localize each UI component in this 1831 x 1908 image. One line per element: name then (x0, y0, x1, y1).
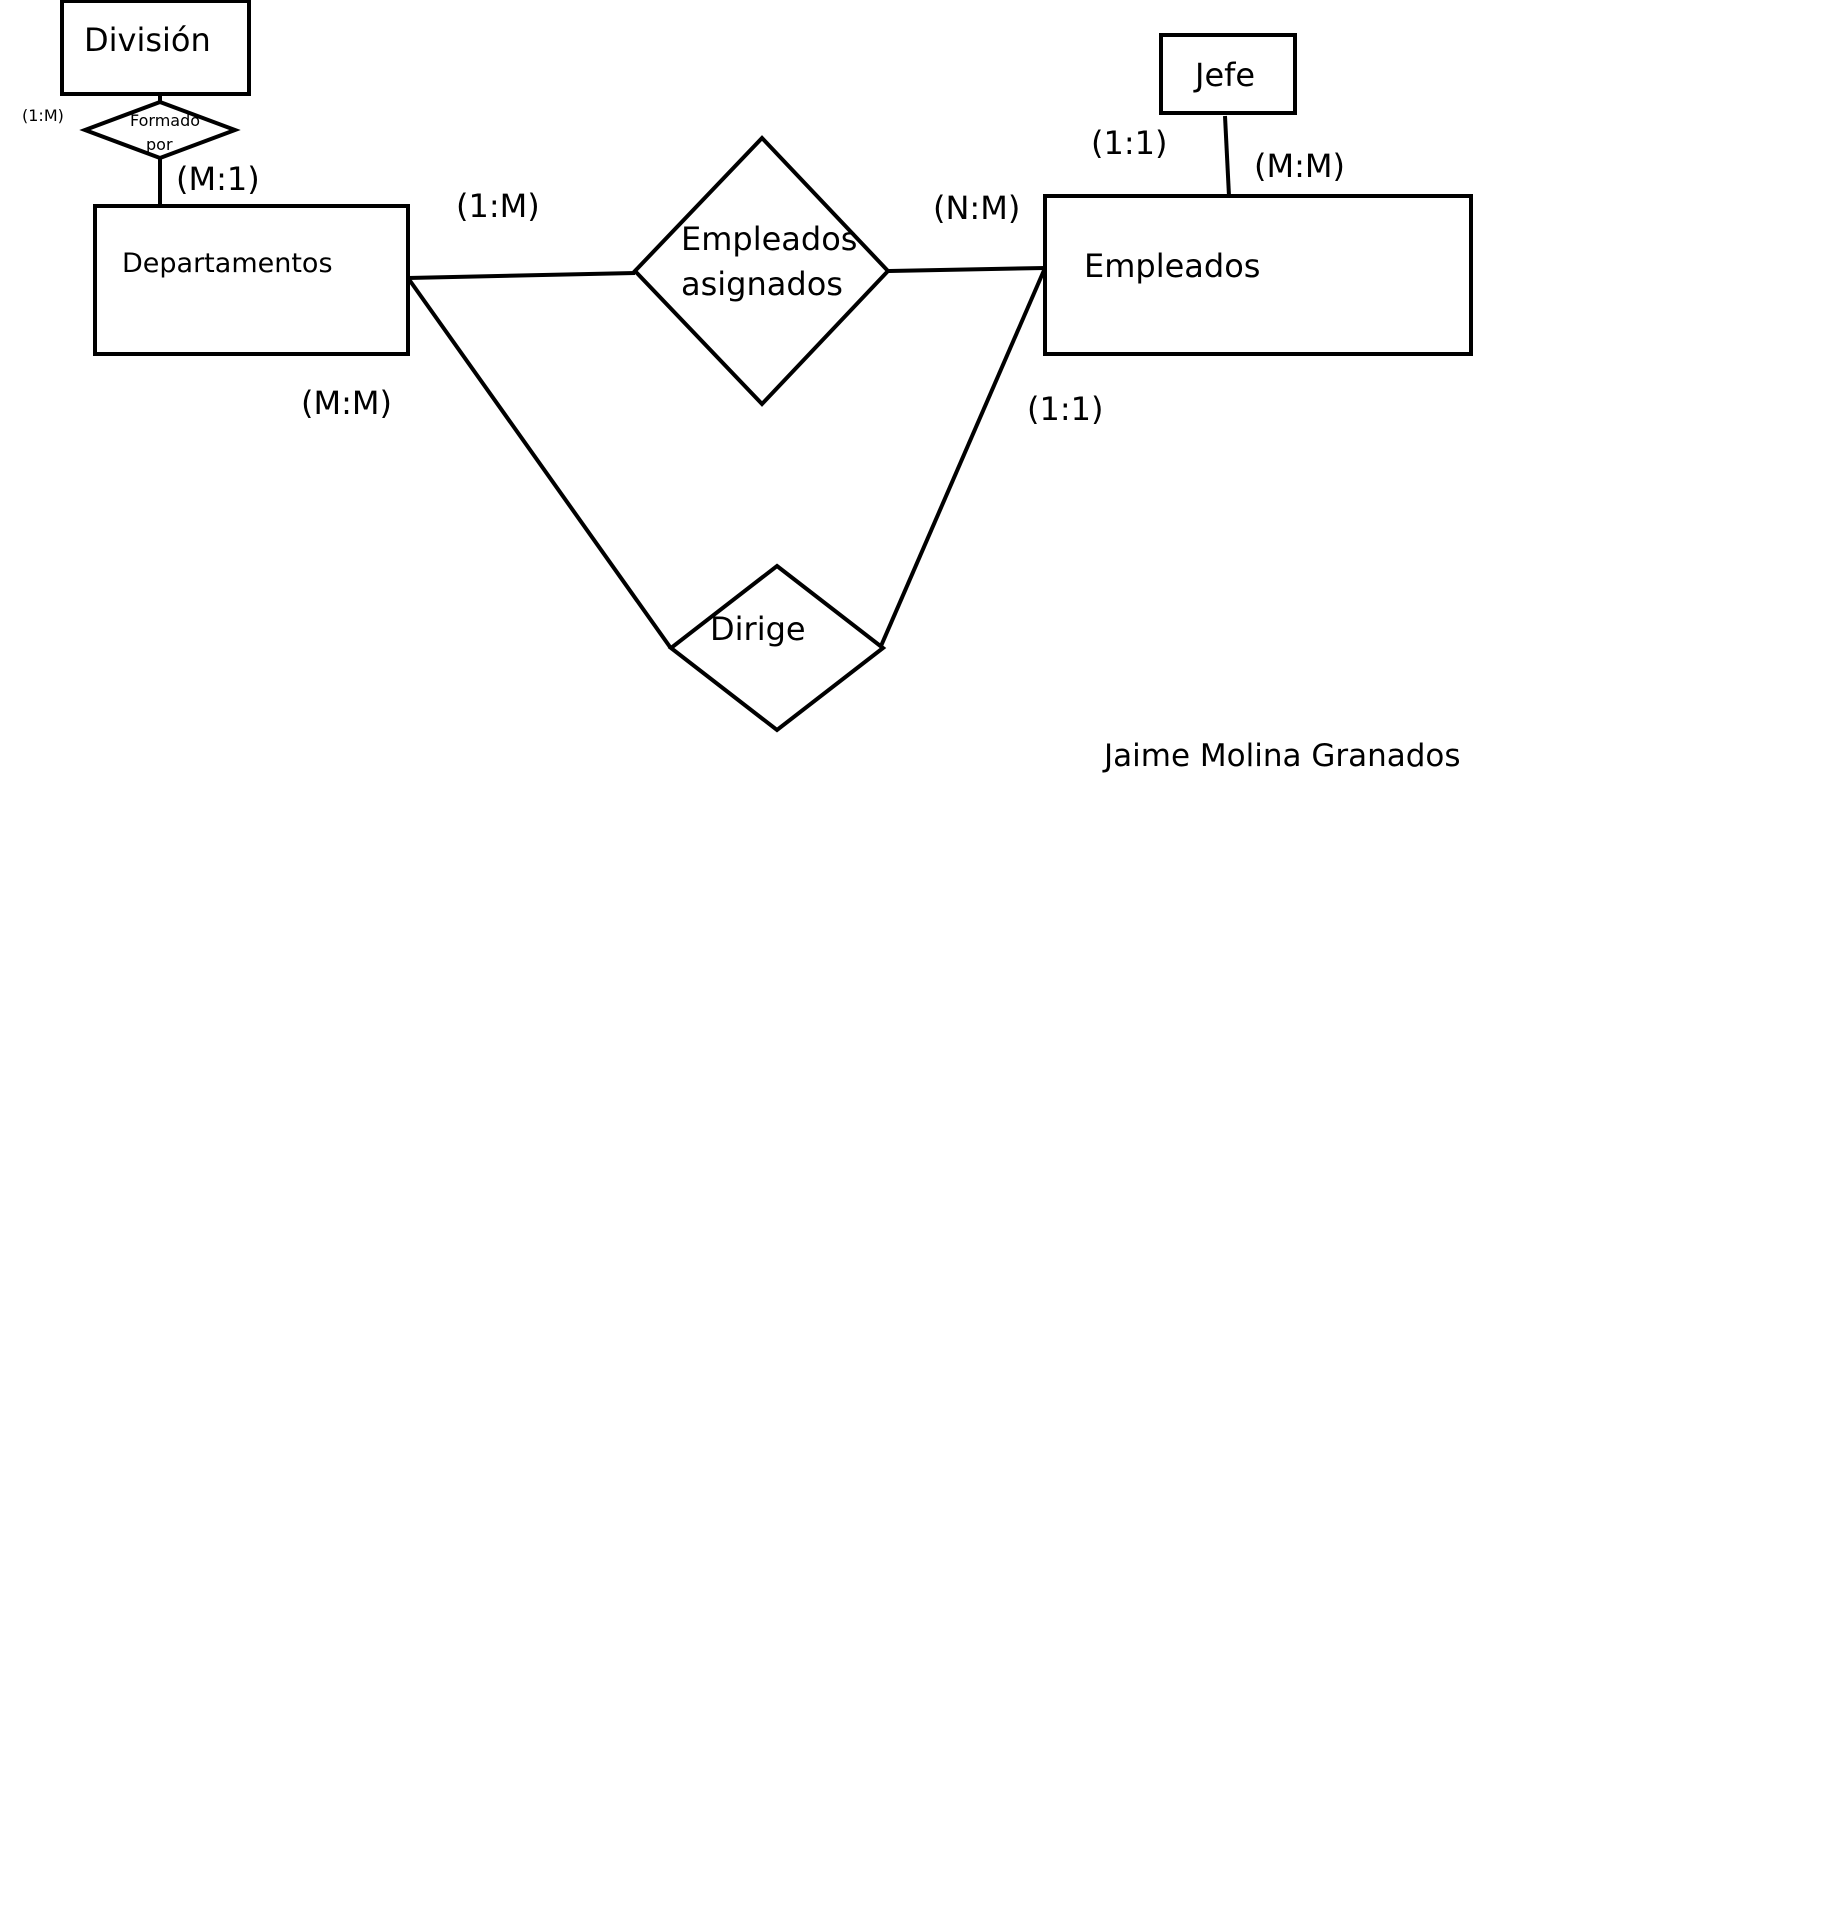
cardinality-asignados-departamentos: (1:M) (456, 187, 540, 225)
cardinality-formado-por-division: (1:M) (22, 106, 64, 125)
cardinality-dirige-departamentos: (M:M) (301, 384, 392, 422)
relationship-empleados-asignados-label-line1: Empleados (681, 220, 857, 258)
cardinality-jefe-top: (1:1) (1091, 124, 1167, 162)
relationship-formado-por-label-line2: por (146, 135, 173, 154)
relationship-dirige-label: Dirige (710, 610, 806, 648)
entity-jefe-label: Jefe (1193, 56, 1255, 94)
edge-asignados-empleados (887, 266, 1046, 273)
edge-jefe-empleados (1223, 115, 1231, 197)
entity-division (60, 0, 251, 96)
relationship-empleados-asignados-label-line2: asignados (681, 265, 843, 303)
cardinality-asignados-empleados: (N:M) (933, 189, 1020, 227)
entity-division-label: División (84, 21, 211, 59)
cardinality-formado-por-departamentos: (M:1) (176, 160, 260, 198)
author-name: Jaime Molina Granados (1102, 738, 1461, 774)
edge-departamentos-dirige (406, 276, 672, 649)
relationship-formado-por-label-line1: Formado (130, 111, 200, 130)
edge-departamentos-asignados (407, 271, 636, 280)
entity-empleados-label: Empleados (1084, 247, 1260, 285)
entity-empleados (1043, 194, 1473, 356)
entity-departamentos-label: Departamentos (122, 248, 333, 279)
relationship-formado-por (79, 99, 241, 161)
entity-jefe (1159, 33, 1297, 115)
cardinality-dirige-empleados: (1:1) (1027, 390, 1103, 428)
relationship-empleados-asignados (632, 135, 891, 407)
edge-empleados-dirige (879, 267, 1047, 647)
relationship-dirige (667, 563, 887, 733)
cardinality-jefe-empleados: (M:M) (1254, 147, 1345, 185)
entity-departamentos (93, 204, 410, 356)
